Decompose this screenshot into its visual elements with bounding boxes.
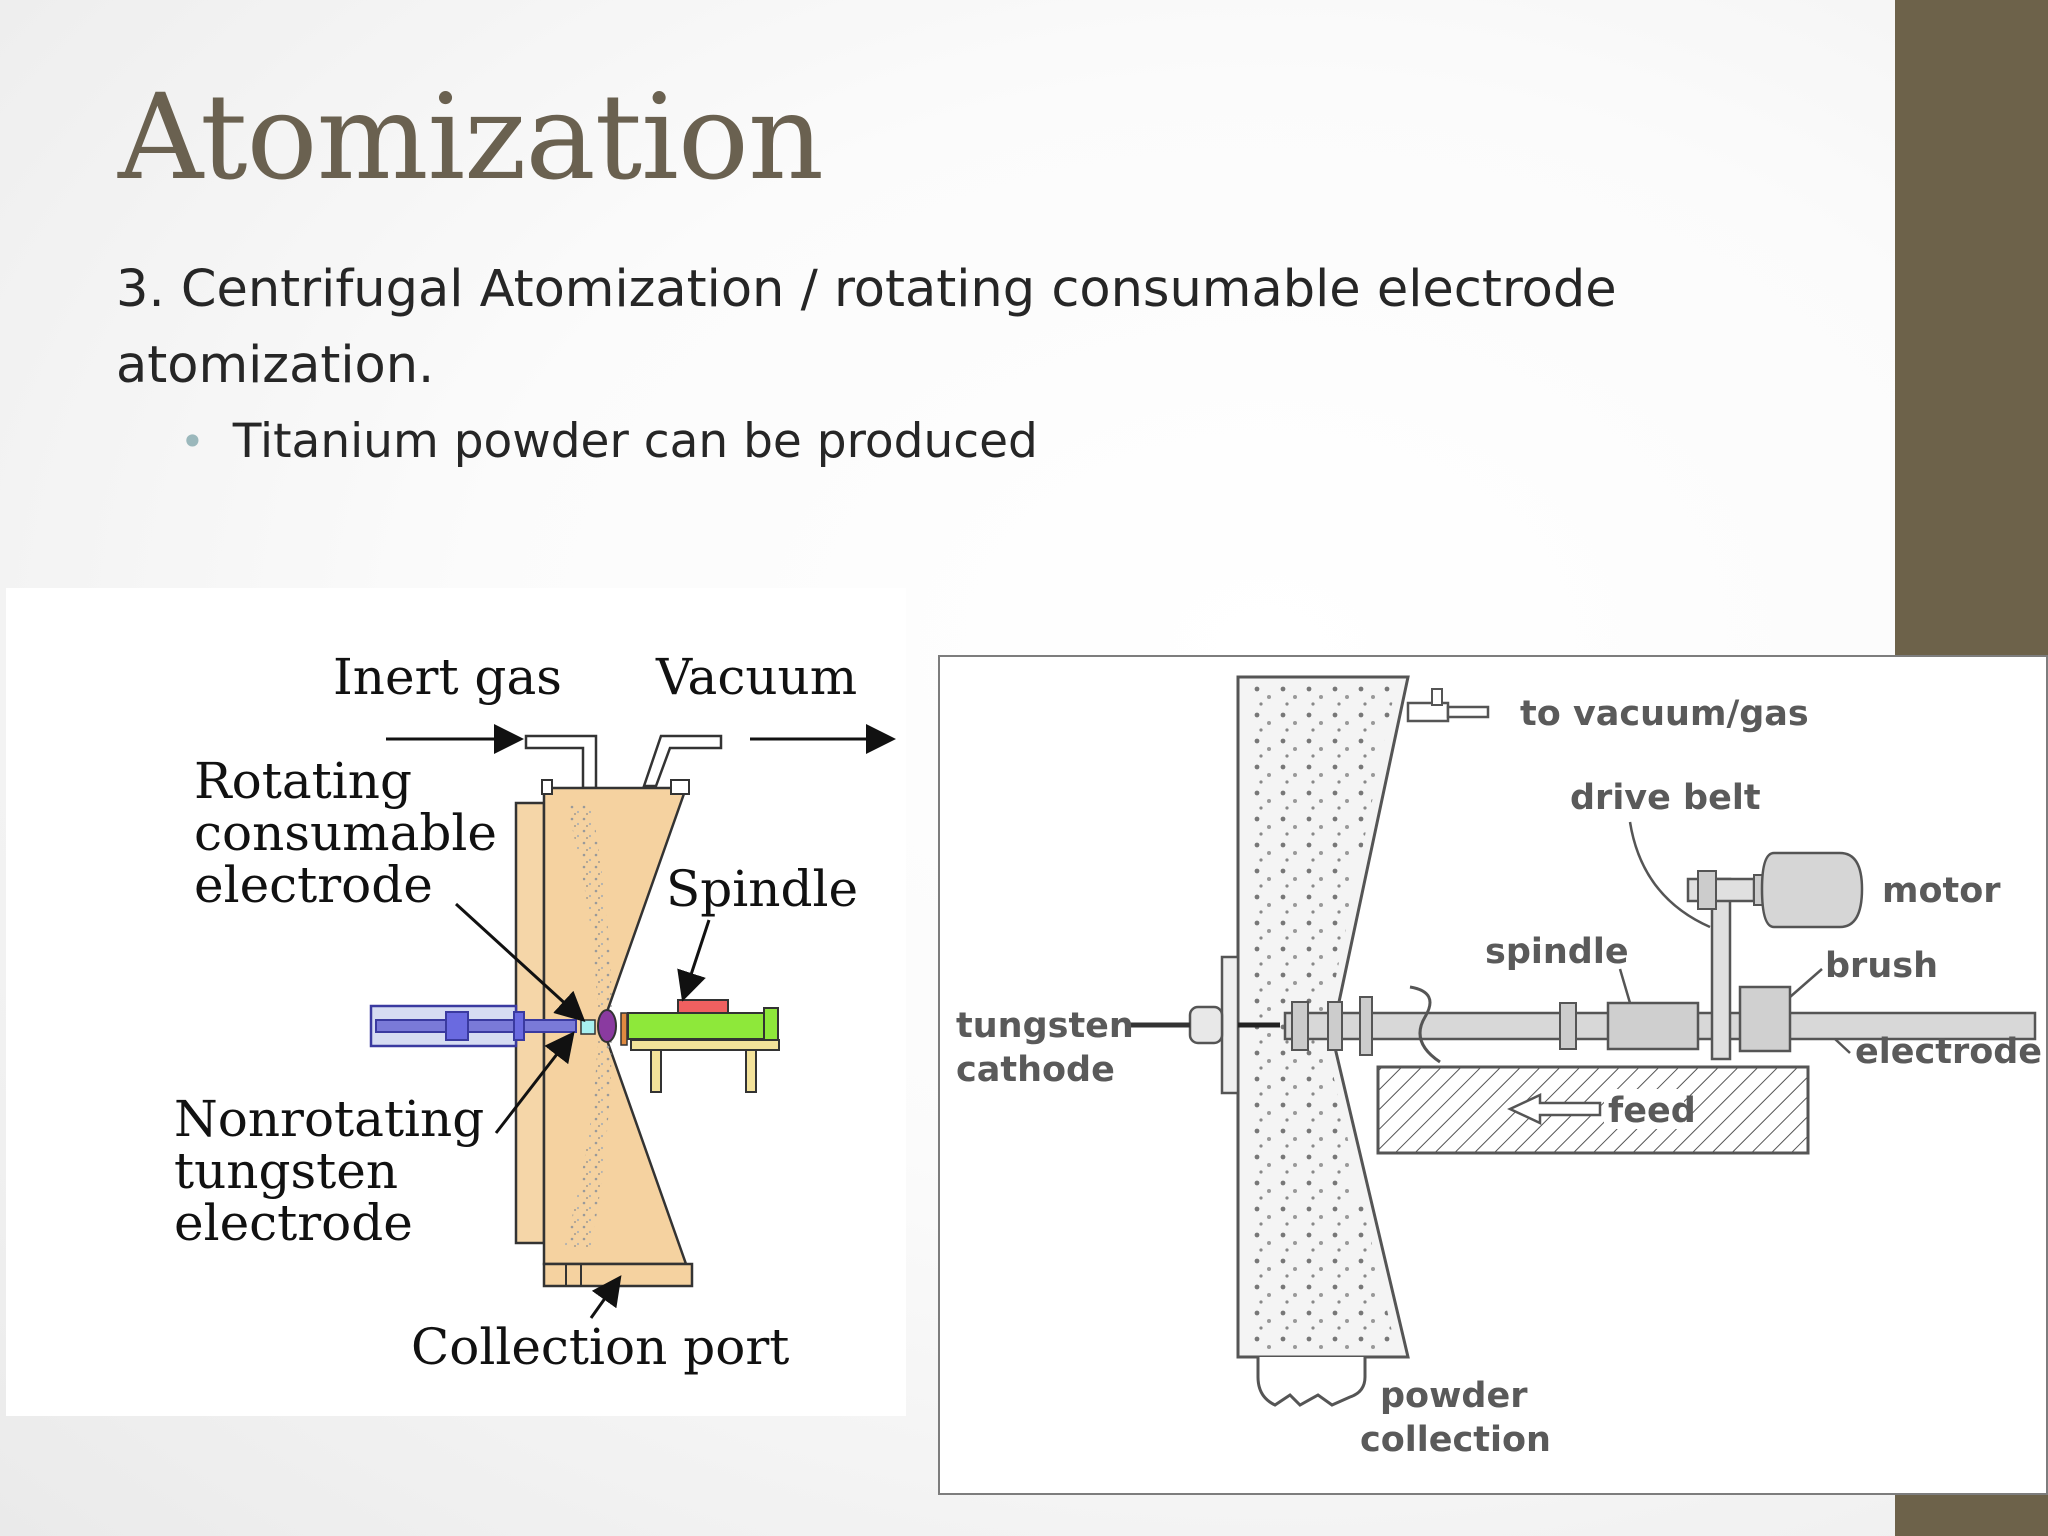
slide-subtitle: 3. Centrifugal Atomization / rotating co… xyxy=(116,260,1617,395)
motor xyxy=(1760,851,1864,929)
spindle-housing xyxy=(1606,1001,1700,1051)
spindle-label-right: spindle xyxy=(1485,932,1629,972)
bullet-text: Titanium powder can be produced xyxy=(232,414,1038,469)
brush xyxy=(1738,985,1792,1053)
powder-label: powder xyxy=(1380,1376,1528,1416)
drive-belt-label: drive belt xyxy=(1570,778,1761,818)
inert-gas-label: Inert gas xyxy=(333,648,562,706)
rotating-electrode-pointer-icon xyxy=(454,902,586,1023)
motor-label: motor xyxy=(1882,871,2001,911)
spindle-pointer-icon xyxy=(677,919,711,1002)
spindle-label: Spindle xyxy=(666,860,858,918)
inert-gas-pipe xyxy=(524,734,598,790)
brush-label: brush xyxy=(1825,946,1938,986)
vacuum-label: Vacuum xyxy=(655,648,857,706)
tungsten-electrode-rod xyxy=(375,1019,577,1033)
arc-gap xyxy=(580,1019,596,1035)
diagram-left-electrode-atomizer: Inert gas Vacuum Rota xyxy=(6,588,906,1416)
rotating-electrode-label-3: electrode xyxy=(194,856,433,914)
nonrotating-electrode-label-3: electrode xyxy=(174,1194,413,1252)
feed-label: feed xyxy=(1608,1091,1696,1131)
spindle-shaft xyxy=(627,1012,779,1040)
diagram-left-svg: Inert gas Vacuum Rota xyxy=(174,648,896,1376)
to-vacuum-gas-label: to vacuum/gas xyxy=(1520,694,1809,734)
rotation-arrow-icon xyxy=(1409,985,1441,1064)
bullet-item: • Titanium powder can be produced xyxy=(180,414,1038,469)
powder-collection-port xyxy=(1256,1357,1367,1407)
cathode-flange xyxy=(1220,955,1240,1095)
nonrotating-electrode-label-2: tungsten xyxy=(174,1142,398,1200)
slide-title: Atomization xyxy=(118,68,824,206)
vacuum-pipe xyxy=(642,734,723,788)
diagram-right-rotating-electrode-process: to vacuum/gas powder collection tungsten… xyxy=(938,655,2048,1495)
spindle-table xyxy=(630,1039,780,1051)
collection-label: collection xyxy=(1360,1420,1551,1460)
bullet-dot-icon: • xyxy=(180,417,205,466)
nonrotating-electrode-pointer-icon xyxy=(494,1031,575,1134)
chamber-body xyxy=(542,786,688,1266)
nonrotating-electrode-label-1: Nonrotating xyxy=(174,1090,484,1148)
rotating-electrode-label-1: Rotating xyxy=(194,752,412,810)
collection-port-pointer-icon xyxy=(589,1275,622,1319)
powder-spray xyxy=(564,803,612,1248)
diagram-right-svg: to vacuum/gas powder collection tungsten… xyxy=(956,675,2042,1460)
electrode-label: electrode xyxy=(1855,1032,2042,1072)
feed-arrow-icon xyxy=(1507,1093,1602,1125)
cathode-label: cathode xyxy=(956,1050,1115,1090)
tungsten-label: tungsten xyxy=(956,1006,1134,1046)
collection-port-label: Collection port xyxy=(411,1318,789,1376)
consumable-electrode-tip xyxy=(597,1009,617,1043)
rotating-electrode-label-2: consumable xyxy=(194,804,497,862)
vacuum-nozzle xyxy=(1446,705,1490,719)
